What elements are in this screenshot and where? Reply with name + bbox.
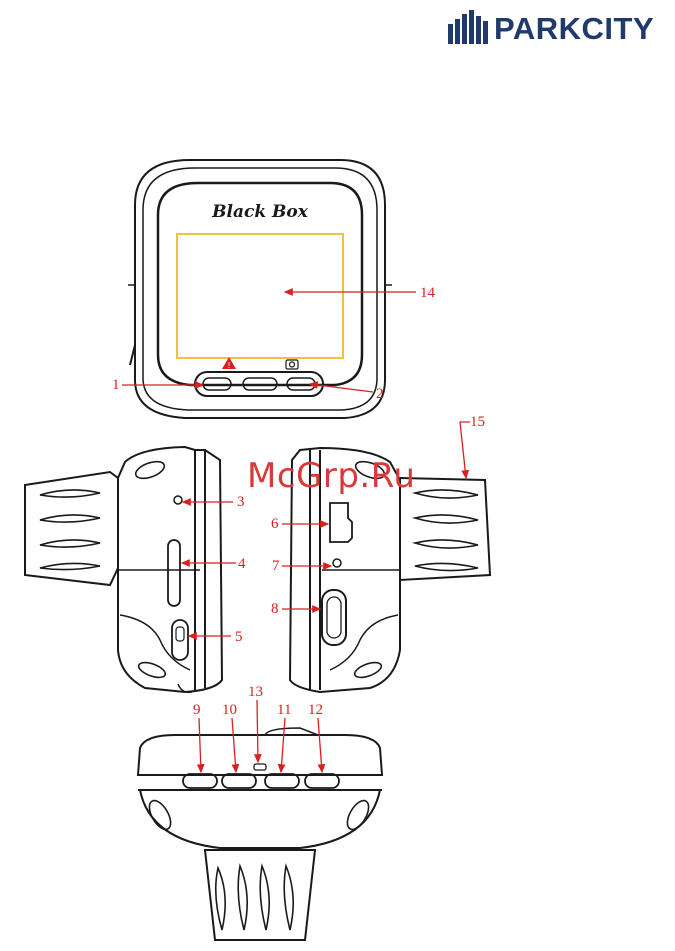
watermark: McGrp.Ru xyxy=(247,456,415,496)
callout-11: 11 xyxy=(277,702,291,718)
left-side-view xyxy=(25,447,222,692)
bottom-button-12 xyxy=(305,774,339,788)
callout-lines xyxy=(122,292,470,772)
screen-label: Black Box xyxy=(211,202,309,222)
callout-13: 13 xyxy=(248,684,263,700)
callout-9: 9 xyxy=(193,702,201,718)
bottom-base xyxy=(140,790,380,848)
callout-10: 10 xyxy=(222,702,237,718)
callout-6: 6 xyxy=(271,516,279,532)
bottom-button-9 xyxy=(183,774,217,788)
mini-usb-port xyxy=(330,503,352,542)
callout-4: 4 xyxy=(238,556,246,572)
bottom-button-11 xyxy=(265,774,299,788)
callout-14: 14 xyxy=(420,285,436,301)
callout-3: 3 xyxy=(237,494,245,510)
callout-5: 5 xyxy=(235,629,243,645)
hdmi-port xyxy=(322,590,346,645)
callout-8: 8 xyxy=(271,601,279,617)
bottom-button-10 xyxy=(222,774,256,788)
screen-area xyxy=(177,234,343,358)
bottom-top-shell xyxy=(138,735,382,775)
callout-1: 1 xyxy=(112,377,120,393)
bottom-mount-slots xyxy=(216,866,293,930)
reset-hole xyxy=(333,559,341,567)
bottom-view xyxy=(138,728,382,940)
left-mount-slots xyxy=(40,490,100,570)
right-mount-slots xyxy=(415,490,478,571)
led-indicator xyxy=(254,764,266,770)
front-view xyxy=(128,160,392,418)
callout-2: 2 xyxy=(376,386,384,402)
sd-card-slot xyxy=(168,540,180,606)
svg-text:!: ! xyxy=(228,361,230,370)
callout-7: 7 xyxy=(272,558,280,574)
callout-15: 15 xyxy=(470,414,485,430)
power-switch xyxy=(172,620,188,660)
left-mount xyxy=(25,472,118,585)
mic-hole xyxy=(174,496,182,504)
callout-12: 12 xyxy=(308,702,323,718)
camera-icon xyxy=(286,360,298,369)
